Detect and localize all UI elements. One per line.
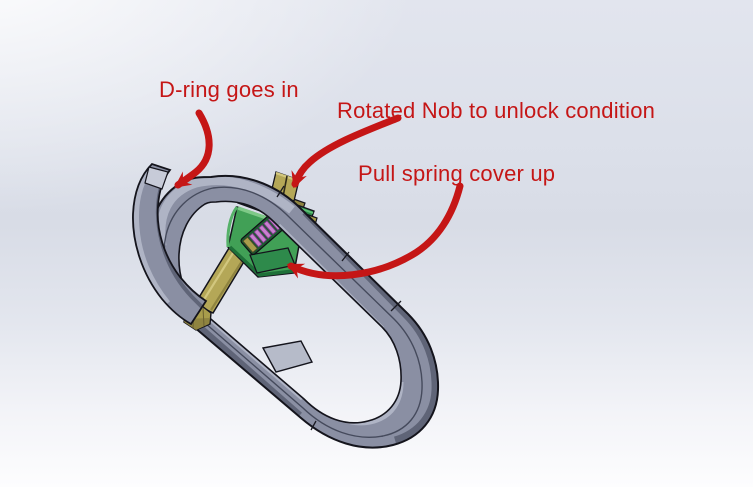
arrow-d-ring	[174, 109, 213, 189]
gate-plate[interactable]	[261, 340, 314, 373]
arrow-rotated-nob	[291, 114, 402, 189]
arrow-pull-spring	[286, 182, 464, 280]
annotation-label-rotated-nob: Rotated Nob to unlock condition	[337, 98, 656, 123]
ring-seam-ticks	[276, 185, 402, 431]
annotation-label-d-ring: D-ring goes in	[159, 77, 299, 102]
hook-bevel-face	[144, 166, 169, 190]
spring-follower	[242, 236, 258, 253]
annotation-label-pull-spring: Pull spring cover up	[358, 161, 556, 186]
d-ring-hook[interactable]	[132, 162, 208, 326]
